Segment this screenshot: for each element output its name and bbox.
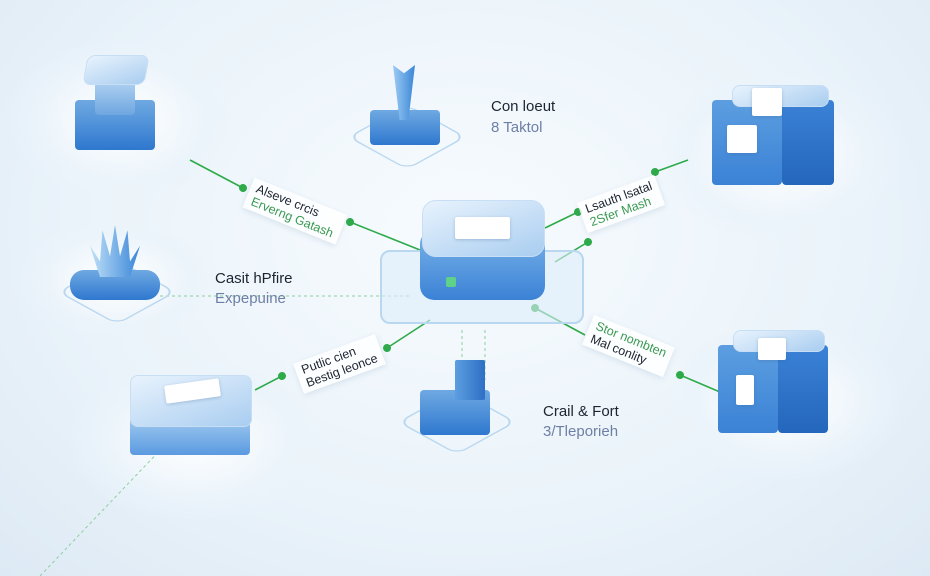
label-subtitle: Expepuine <box>215 290 286 307</box>
connector-arrow <box>651 159 689 176</box>
node-bottom-left[interactable] <box>125 370 255 465</box>
document-icon <box>736 375 754 405</box>
label-title: Crail & Fort <box>543 403 619 420</box>
label-title: Con loeut <box>491 98 556 115</box>
central-hub[interactable] <box>380 195 584 335</box>
server-rack-icon <box>455 360 485 400</box>
crystal-icon <box>393 65 415 120</box>
connector-arrow <box>383 319 431 352</box>
connector-arrow <box>544 208 582 229</box>
connector-arrow <box>346 218 421 251</box>
qr-code-icon <box>455 217 510 239</box>
document-icon <box>752 88 782 116</box>
node-left-middle[interactable] <box>55 225 177 325</box>
node-top-right[interactable] <box>712 85 837 190</box>
node-bottom-right[interactable] <box>718 330 833 435</box>
label-subtitle: 8 Taktol <box>491 119 543 136</box>
label-subtitle: 3/Tleporieh <box>543 423 619 440</box>
node-bottom-center[interactable] <box>397 360 517 455</box>
label-title: Casit hPfire <box>215 270 293 287</box>
status-indicator-icon <box>446 277 456 287</box>
node-top-left[interactable] <box>70 55 160 155</box>
document-icon <box>727 125 757 153</box>
connector-arrow <box>254 372 286 391</box>
dashed-link <box>39 444 166 576</box>
node-top-center[interactable] <box>347 65 467 170</box>
document-icon <box>758 338 786 360</box>
connector-arrow <box>676 371 721 393</box>
connector-arrow <box>189 159 247 192</box>
